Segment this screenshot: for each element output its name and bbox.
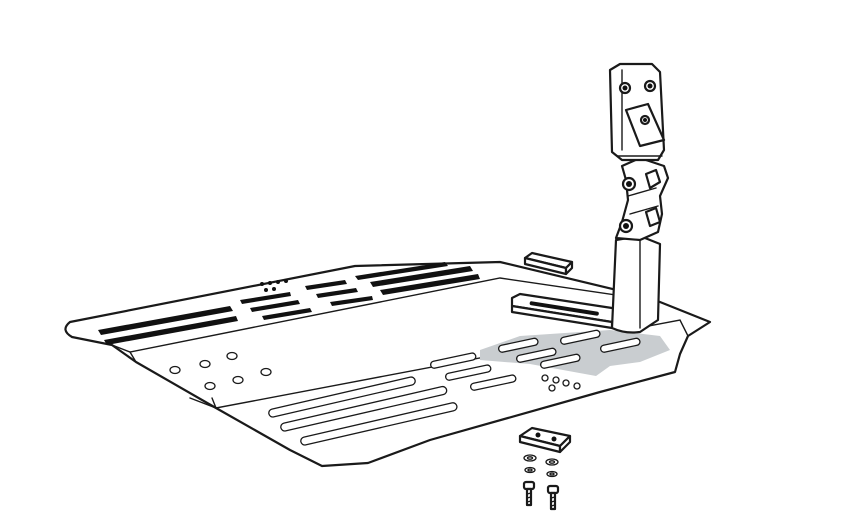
back-slots bbox=[98, 262, 480, 345]
bolt-left bbox=[522, 480, 536, 507]
hinge-joint bbox=[614, 156, 670, 242]
middle-slots bbox=[430, 329, 641, 391]
clamp-block bbox=[518, 426, 572, 454]
back-dots bbox=[260, 279, 288, 292]
right-dots bbox=[541, 374, 581, 392]
top-clamp bbox=[608, 62, 666, 162]
small-bracket bbox=[523, 251, 574, 276]
bolts bbox=[522, 480, 560, 511]
washers bbox=[523, 454, 559, 478]
upright-arm bbox=[610, 234, 662, 334]
middle-holes bbox=[169, 351, 272, 391]
front-slots bbox=[268, 376, 458, 446]
bolt-right bbox=[546, 484, 560, 511]
